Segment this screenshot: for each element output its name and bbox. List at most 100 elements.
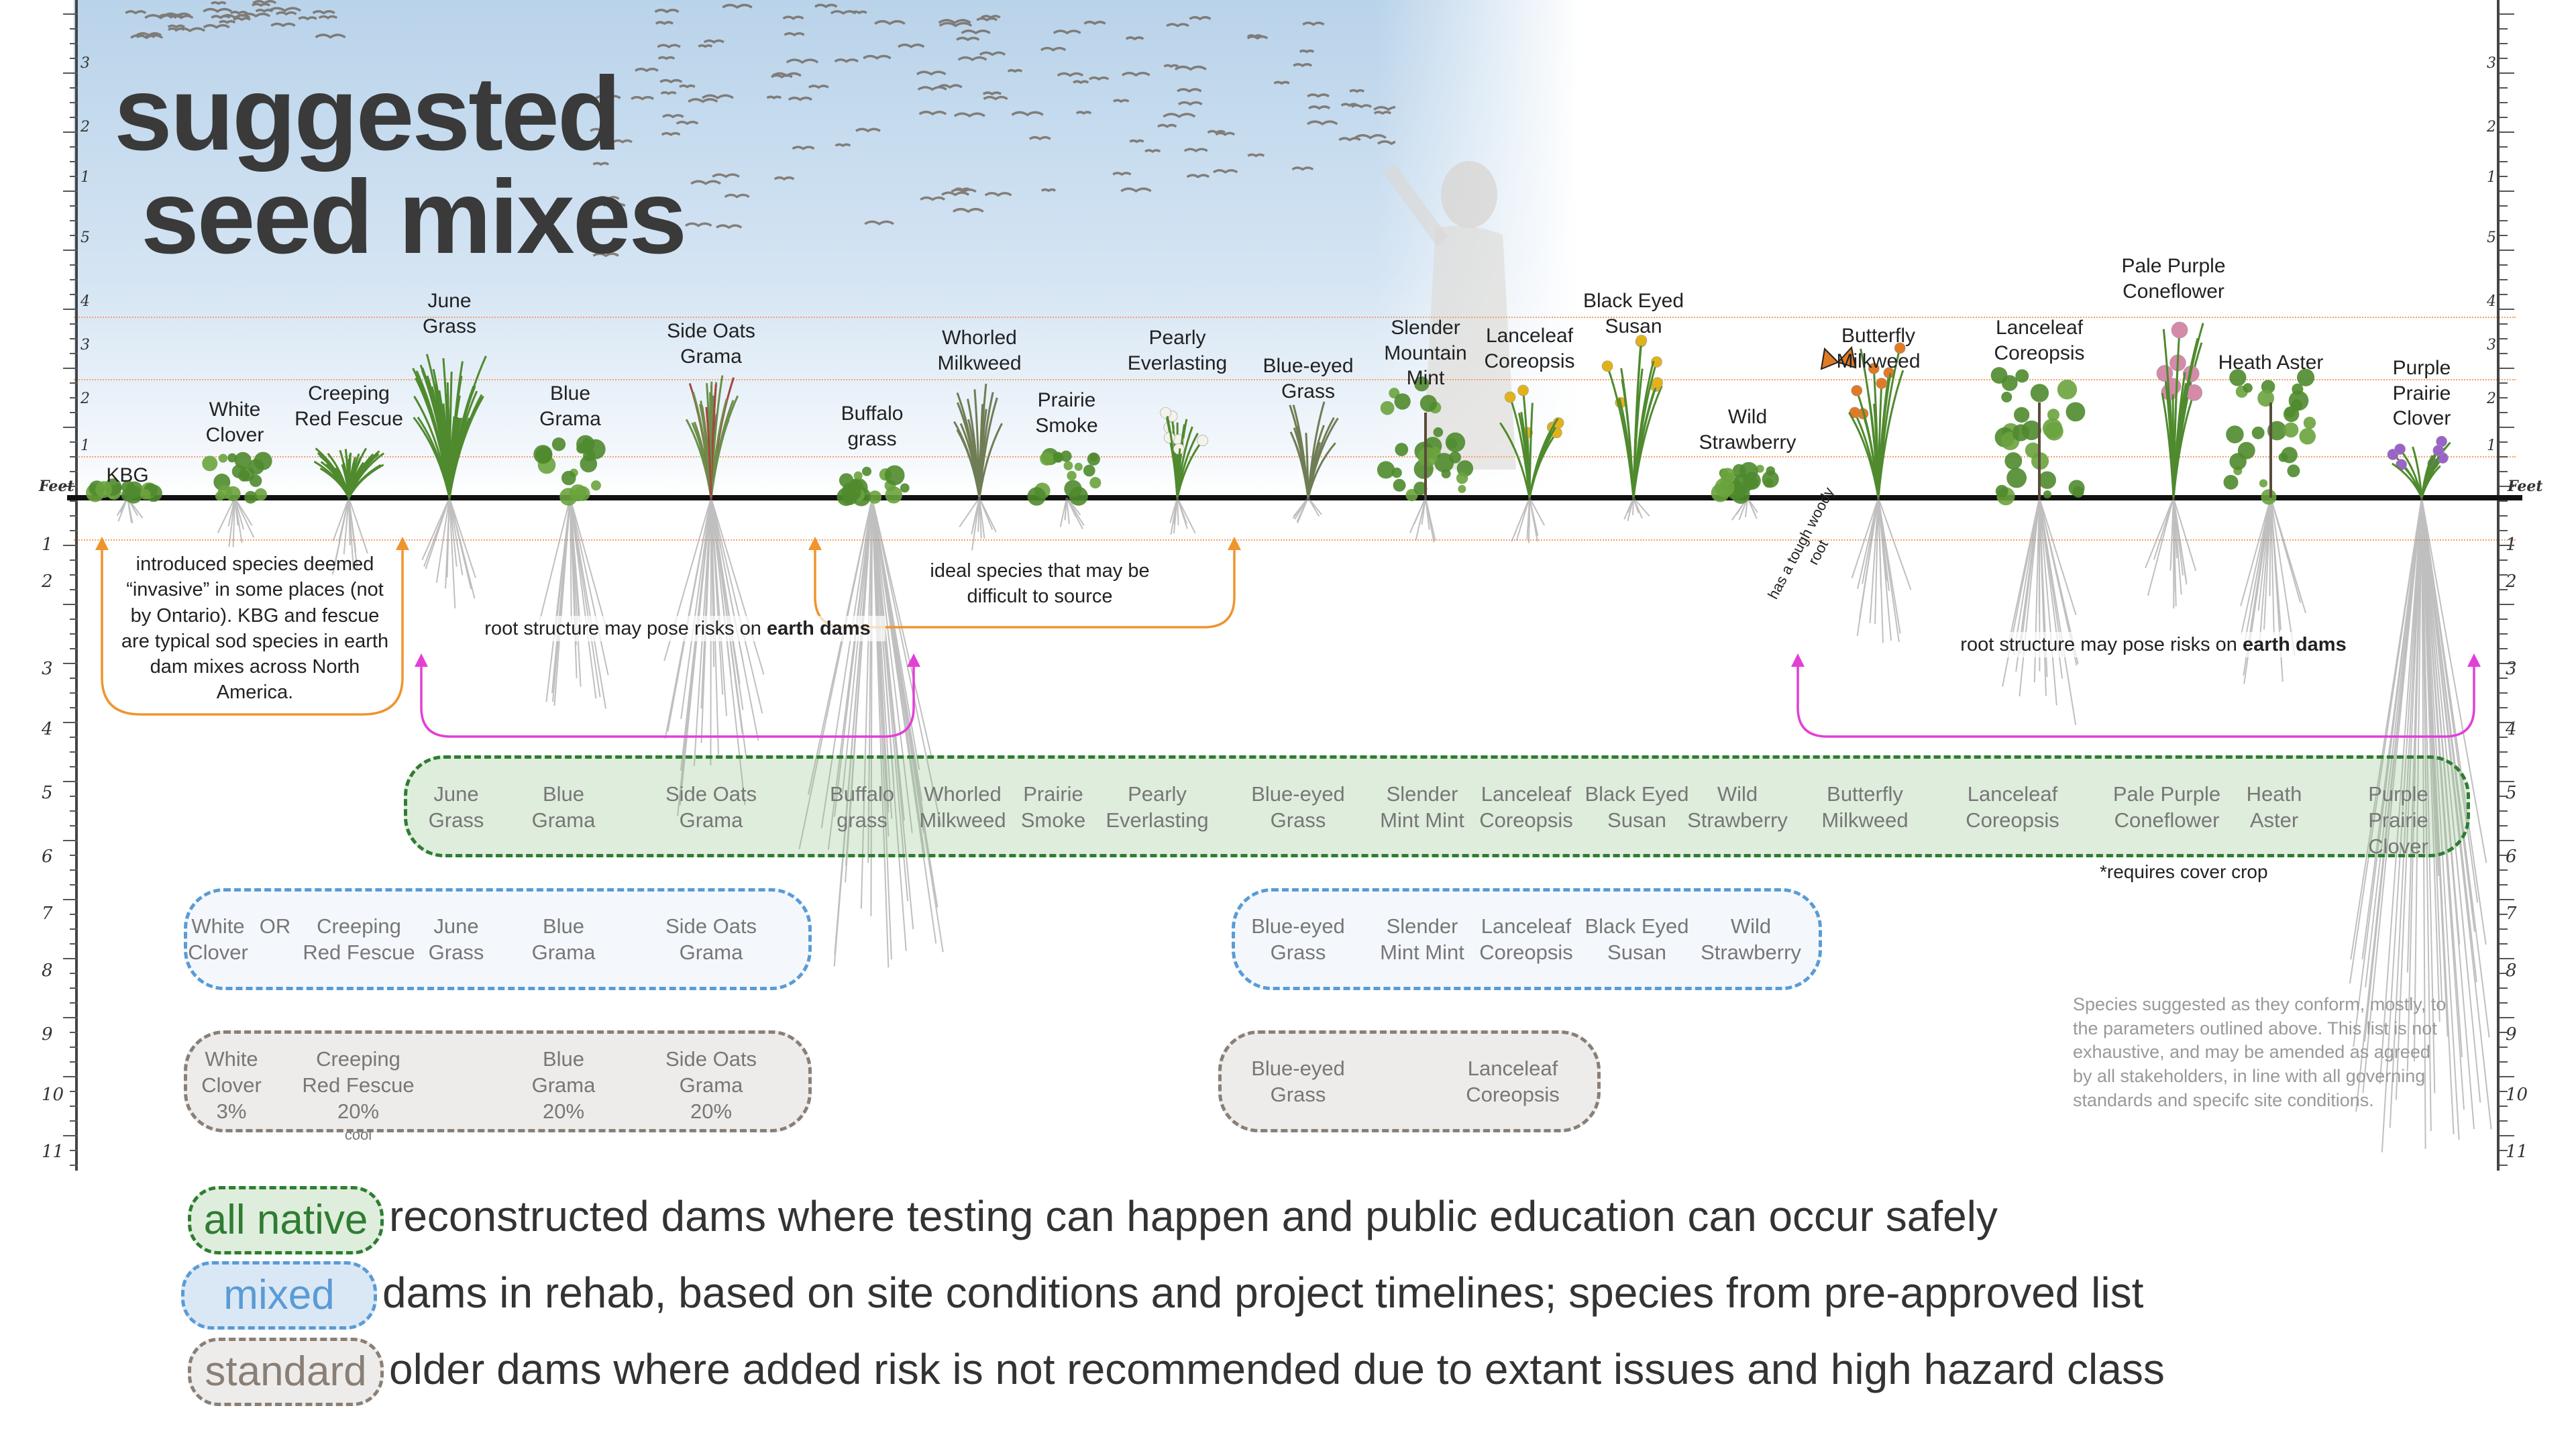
root-risk-note-right: root structure may pose risks on earth d…: [1945, 632, 2361, 658]
feet-label-left: Feet: [39, 478, 74, 495]
ruler-right-10: 10: [2506, 1085, 2528, 1105]
plant-wild-strawberry: [1711, 462, 1779, 521]
ruler-left-7: 7: [42, 904, 53, 924]
plant-lanceleaf-coreopsis-2: [1990, 367, 2086, 725]
ruler-left-1: 1: [42, 535, 53, 555]
left-ruler: [75, 0, 78, 1171]
mixed-left-item: OR: [259, 914, 291, 938]
ruler-right-above-5: 5: [2487, 229, 2496, 246]
height-guide-3ft: [74, 317, 2516, 318]
ruler-left-6: 6: [42, 847, 53, 867]
ruler-right-above-7: 2: [2487, 119, 2496, 136]
height-guide-below: [74, 539, 2516, 541]
annotation-brackets: [95, 537, 2481, 738]
mixed-band-right: [1232, 888, 1822, 990]
ruler-left-11: 11: [42, 1142, 64, 1162]
plant-creeping-red-fescue: [313, 447, 385, 575]
mixed-band-left: [184, 888, 812, 990]
plant-purple-prairie-clover: [2349, 435, 2492, 1152]
ruler-right-above-2: 2: [2487, 390, 2496, 407]
plant-blue-eyed-grass: [1289, 401, 1339, 524]
ruler-left-above-8: 3: [80, 55, 90, 72]
introduced-species-note: introduced species deemed “invasive” in …: [121, 553, 389, 704]
plant-white-clover: [202, 451, 272, 547]
plant-label-heath-aster: Heath Aster: [2218, 352, 2324, 374]
legend-pill-all-native: all native: [188, 1186, 384, 1254]
bird-flock-illustration: [125, 0, 1395, 258]
plant-lanceleaf-coreopsis-1: [1499, 384, 1564, 543]
ruler-left-above-5: 5: [80, 229, 90, 246]
all-native-band: [404, 755, 2470, 857]
ruler-left-9: 9: [42, 1024, 53, 1044]
ruler-right-5: 5: [2506, 783, 2517, 803]
plant-kbg: [86, 478, 162, 524]
plant-butterfly-milkweed: [1820, 342, 1912, 643]
ruler-right-9: 9: [2506, 1024, 2517, 1044]
ground-line: [67, 495, 2522, 500]
ruler-left-above-1: 1: [80, 437, 90, 454]
legend-text-mixed: dams in rehab, based on site conditions …: [382, 1269, 2144, 1317]
plant-whorled-milkweed: [953, 383, 1003, 551]
ruler-left-above-2: 2: [80, 390, 90, 407]
disclaimer-note: Species suggested as they conform, mostl…: [2073, 994, 2447, 1110]
standard-band-left: [184, 1030, 812, 1132]
legend: all native reconstructed dams where test…: [181, 1186, 2395, 1414]
plant-june-grass: [412, 354, 487, 608]
title-line-2: seed mixes: [141, 159, 687, 276]
ruler-right-8: 8: [2506, 961, 2517, 981]
ruler-left-10: 10: [42, 1085, 64, 1105]
legend-text-all-native: reconstructed dams where testing can hap…: [389, 1192, 1998, 1240]
height-guide-2ft: [74, 379, 2516, 380]
root-risk-left-bracket: [420, 661, 915, 738]
sky-fade: [1375, 0, 2516, 510]
legend-text-standard: older dams where added risk is not recom…: [389, 1345, 2165, 1393]
introduced-bracket: [101, 545, 404, 716]
title-line-1: suggested: [114, 56, 621, 172]
legend-pill-mixed: mixed: [181, 1261, 377, 1330]
standard-cool-note: cool: [344, 1126, 372, 1143]
plant-prairie-smoke: [1027, 447, 1102, 529]
plant-buffalo-grass: [798, 465, 944, 968]
ideal-species-note: ideal species that may be difficult to s…: [930, 560, 1150, 608]
ruler-left-4: 4: [42, 719, 53, 739]
ruler-right-11: 11: [2506, 1142, 2528, 1162]
ruler-right-2: 2: [2506, 572, 2517, 592]
plant-pearly-everlasting: [1160, 407, 1208, 535]
plant-pale-purple-coneflower: [2145, 321, 2204, 609]
ruler-right-7: 7: [2506, 904, 2517, 924]
ruler-right-above-6: 1: [2487, 169, 2496, 186]
